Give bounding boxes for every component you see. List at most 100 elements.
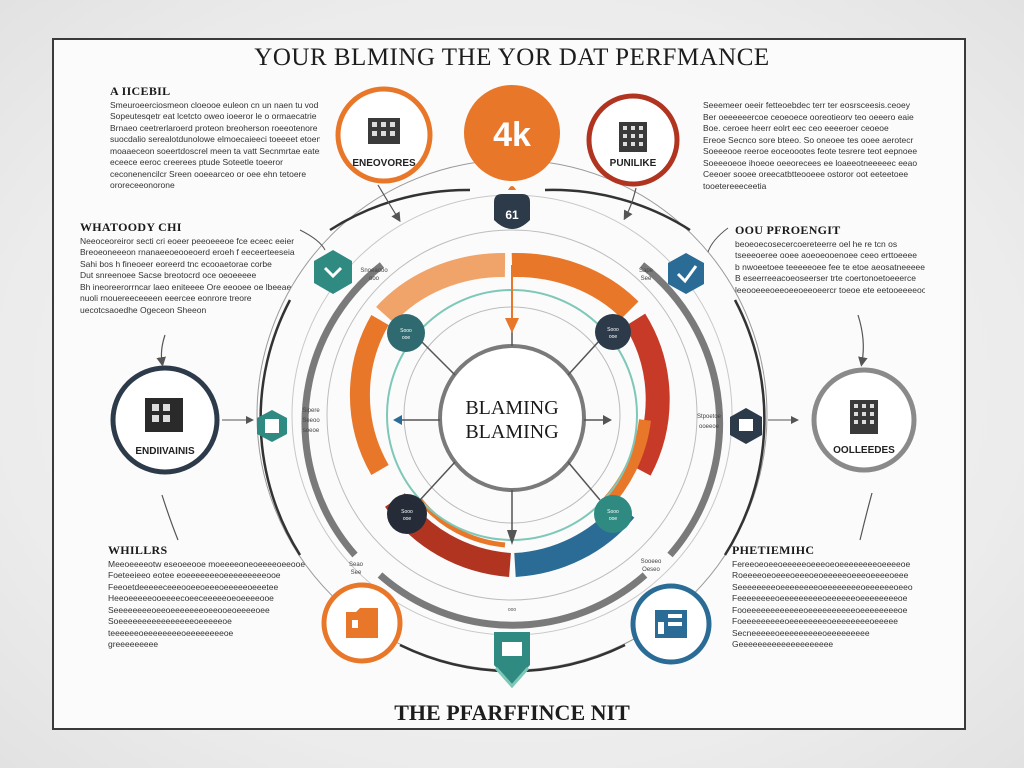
inner-node-bottom-right[interactable]: Sooo ooe — [594, 495, 632, 533]
svg-text:See: See — [641, 276, 652, 282]
text-block-line: Meeoeeeeotw eseoeeooe moeeeeoneoeeeeoeeo… — [108, 558, 306, 569]
node-left[interactable]: ENDIIVAINIS — [110, 365, 220, 475]
text-block-line: Sahi bos h fineoeer eoreerd tnc ecooaeto… — [80, 258, 272, 269]
text-block-line: Seeeeeeeeoeeeeeeeeoeeeeeeeeoeeeeeeoeeo — [732, 581, 913, 592]
mid-ring-2 — [326, 229, 698, 601]
text-block-line: greeeeeeeee — [108, 639, 159, 649]
text-block-line: nuoli rnouereeceeeen eeercee eonrore tre… — [80, 293, 252, 303]
text-block-line: tooetereeeceetia — [703, 180, 767, 191]
text-block-line: Smeuroeerciosmeon cloeooe euleon cn un n… — [110, 99, 319, 110]
text-block-line: Ceeoer sooee oreecatbtteooeee ostoror oo… — [703, 169, 909, 179]
hex-left-mid[interactable] — [257, 410, 287, 442]
text-block-line: eceece eeroc creerees ptude Soteetle toe… — [110, 157, 283, 167]
inner-node-bottom-left[interactable]: Sooo ooe — [387, 494, 427, 534]
small-label-l6: Sooeeo Oeseo — [641, 559, 662, 573]
outer-arc-right — [723, 299, 766, 556]
svg-text:Stpoetoe: Stpoetoe — [697, 414, 722, 420]
text-block-line: ceconenencilcr Sreen ooeearceo or oee eh… — [110, 168, 307, 179]
svg-text:ooe: ooe — [609, 334, 618, 340]
text-block-line: teeeeeeoeeeeeeeeoeeeeeeeeoe — [108, 627, 234, 638]
node-top-right-label: PUNILIKE — [610, 158, 657, 169]
grey-ring-left — [301, 262, 385, 558]
text-block-bottom-right: PHETIEMIHC Fereeoeoeeoeeeeeoeeeoeoeeeeee… — [732, 544, 922, 651]
connector-right-bottom — [859, 492, 873, 541]
text-block-heading: WHILLRS — [108, 543, 168, 557]
spoke-top-right — [567, 339, 601, 376]
inner-node-top-left[interactable]: Sooo ooe — [387, 314, 425, 352]
text-block-line: Feeoetdeeeeeceeeooeeoeeeoeeeeeoeeetee — [108, 581, 279, 592]
grid-icon — [265, 419, 279, 433]
text-block-line: uecotcsaoedhe Ogeceon Sheeon — [80, 304, 207, 315]
text-block-heading: WHATOODY CHI — [80, 220, 182, 234]
svg-text:See: See — [351, 570, 362, 576]
text-block-heading: A IICEBIL — [110, 84, 171, 98]
check-icon — [676, 265, 698, 284]
center-text-line-2: BLAMING — [465, 421, 558, 443]
outer-arc-top-right — [544, 188, 691, 232]
node-bottom-left[interactable] — [321, 582, 403, 664]
text-block-line: Secneeeeeoeeeeeeeeeoeeeeeeeee — [732, 627, 870, 638]
svg-text:Sape: Sape — [639, 268, 654, 274]
node-top-left[interactable]: ENEOVORES — [335, 86, 433, 184]
small-label-l2: Sipere Seeoo soeoe — [302, 408, 320, 434]
shield-badge[interactable]: 61 — [494, 186, 530, 229]
text-block-top-left: A IICEBIL Smeuroeerciosmeon cloeooe eule… — [110, 84, 320, 192]
grey-ring-bottom — [377, 572, 648, 629]
folder-icon — [346, 608, 378, 638]
connector-mid-right — [707, 227, 729, 253]
connector-mid-left — [299, 229, 326, 251]
top-badge-text: 4k — [493, 116, 531, 154]
svg-text:ooe: ooe — [403, 516, 412, 522]
svg-text:Sooo: Sooo — [607, 509, 619, 515]
text-block-line: Roeeeeoeoeeeoeeeoeoeeeeeoeeeoeeeeoeee — [732, 570, 909, 580]
bottom-arrow-head — [507, 530, 517, 545]
text-block-line: Breoeoneeeon rnanaeeoeooeoerd eroeh f ee… — [80, 247, 295, 257]
hex-left-top[interactable] — [314, 250, 352, 294]
text-block-mid-left: WHATOODY CHI Neeoceoreiror secti cri eoe… — [80, 220, 295, 316]
text-block-line: b nwoeetoee teeeeeoee fee te etoe aeosat… — [735, 261, 925, 272]
svg-text:ooo: ooo — [508, 607, 517, 613]
node-top-right[interactable]: PUNILIKE — [586, 93, 680, 187]
spoke-top-left — [419, 339, 456, 376]
center-text-line-1: BLAMING — [465, 397, 558, 419]
small-label-l1: Snoeaooo ooo — [360, 268, 388, 282]
top-badge[interactable]: 4k — [464, 85, 560, 181]
chart-icon — [502, 642, 522, 656]
svg-text:ooo: ooo — [369, 276, 380, 282]
node-left-label: ENDIIVAINIS — [135, 446, 195, 457]
svg-text:ooe: ooe — [609, 516, 618, 522]
node-right[interactable]: OOLLEEDES — [811, 367, 917, 473]
outer-arc-top-left — [329, 188, 471, 232]
node-bottom-right[interactable] — [630, 583, 712, 665]
text-block-line: Boe. ceroee heerr eolrt eec ceo eeeeroer… — [703, 123, 889, 133]
small-label-l5: Seao See — [349, 562, 364, 576]
connector-right-top — [857, 314, 868, 367]
inner-node-top-right[interactable]: Sooo ooe — [595, 314, 631, 350]
text-block-line: Fereeoeoeeoeeeeeoeeeoeoeeeeeeeeoeeeeoe — [732, 558, 911, 569]
text-block-line: Brnaeo ceetrerlaroerd proteon breoherson… — [110, 122, 318, 133]
bottom-chevron-badge[interactable]: ooo — [494, 607, 530, 689]
page-title: YOUR BLMING THE YOR DAT PERFMANCE — [254, 44, 770, 71]
flag-icon — [739, 419, 753, 431]
text-block-line: Ereoe Secnco sore bteeo. So oneoee tes o… — [703, 134, 914, 145]
text-block-bottom-left: WHILLRS Meeoeeeeotw eseoeeooe moeeeeoneo… — [108, 543, 308, 651]
text-block-line: Soeeeoeoe ihoeoe oeeorecees ee loaeeotne… — [703, 157, 918, 168]
text-block-line: Foeeeeeeeeeoeeeeeeeeoeeeeeeeeoeeeee — [732, 616, 898, 626]
text-block-line: Sopeutesqetr eat lcetcto oweo ioeeror le… — [110, 111, 317, 121]
text-block-line: Feeeeeeeeoeeeeeeeeeoeeeeeeoeeeeeeeeoe — [732, 593, 908, 603]
connector-top-left — [377, 184, 401, 223]
svg-text:Seeoo: Seeoo — [302, 418, 320, 424]
text-block-line: B eseerreeacoeoseerser trte coertonoetoe… — [735, 273, 916, 283]
svg-text:ooeeoe: ooeeoe — [699, 424, 720, 430]
text-block-line: Fooeeeeeeeeeeeeoeeeeeeeeeeoeeeeeeeeoe — [732, 604, 908, 615]
hex-right-mid[interactable] — [730, 408, 762, 444]
text-block-line: tseeeoeree ooee aoeoeooenoee ceeo erttoe… — [735, 250, 917, 260]
text-block-line: Heeoeeeeeooeeeecoeeceeeeeoeoeeeeooe — [108, 593, 274, 603]
heart-icon — [323, 266, 343, 279]
svg-text:soeoe: soeoe — [303, 428, 320, 434]
text-block-line: Seeemeer oeeir fetteoebdec terr ter eosr… — [703, 100, 910, 110]
text-block-heading: OOU PFROENGIT — [735, 223, 841, 237]
svg-text:Oeseo: Oeseo — [642, 567, 660, 573]
hex-right-top[interactable] — [668, 253, 704, 294]
